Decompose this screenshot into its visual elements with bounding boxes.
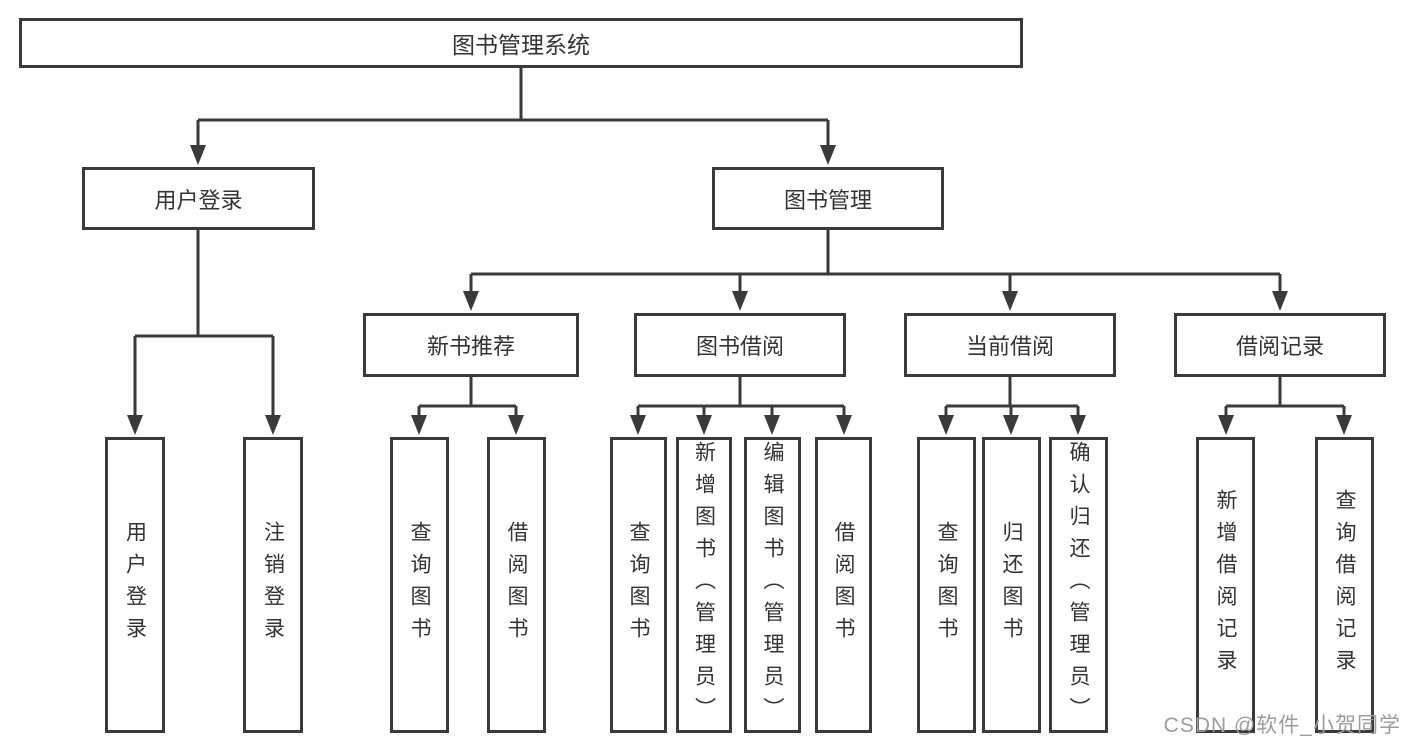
node-new-book-recommend: 新书推荐 xyxy=(363,313,579,377)
node-book-management: 图书管理 xyxy=(712,167,944,230)
node-current-borrow: 当前借阅 xyxy=(904,313,1116,377)
node-leaf-query-borrow-record-label: 查询借阅记录 xyxy=(1333,489,1356,681)
node-user-login: 用户登录 xyxy=(82,167,315,230)
node-leaf-edit-book-admin: 编辑图书（管理员） xyxy=(744,437,801,733)
node-leaf-add-book-admin-label: 新增图书（管理员） xyxy=(692,441,716,729)
node-leaf-borrow-books-2-label: 借阅图书 xyxy=(832,521,855,649)
node-leaf-return-book-label: 归还图书 xyxy=(1000,521,1023,649)
node-leaf-confirm-return-admin-label: 确认归还（管理员） xyxy=(1067,441,1090,729)
node-leaf-user-login: 用户登录 xyxy=(105,437,165,733)
node-leaf-query-borrow-record: 查询借阅记录 xyxy=(1315,437,1374,733)
node-leaf-confirm-return-admin: 确认归还（管理员） xyxy=(1049,437,1108,733)
node-leaf-edit-book-admin-label: 编辑图书（管理员） xyxy=(761,441,784,729)
node-leaf-add-borrow-record-label: 新增借阅记录 xyxy=(1214,489,1237,681)
node-leaf-borrow-books-1: 借阅图书 xyxy=(487,437,546,733)
node-leaf-query-books-2: 查询图书 xyxy=(610,437,667,733)
node-leaf-add-borrow-record: 新增借阅记录 xyxy=(1196,437,1255,733)
node-root: 图书管理系统 xyxy=(19,18,1023,68)
node-book-borrow: 图书借阅 xyxy=(634,313,846,377)
node-borrow-records-label: 借阅记录 xyxy=(1235,334,1324,359)
node-leaf-query-books-3: 查询图书 xyxy=(917,437,976,733)
node-root-label: 图书管理系统 xyxy=(452,32,590,58)
node-borrow-records: 借阅记录 xyxy=(1174,313,1386,377)
node-leaf-query-books-1: 查询图书 xyxy=(390,437,449,733)
node-user-login-label: 用户登录 xyxy=(154,187,243,213)
node-current-borrow-label: 当前借阅 xyxy=(965,334,1054,359)
node-leaf-add-book-admin: 新增图书（管理员） xyxy=(676,437,732,733)
node-leaf-borrow-books-2: 借阅图书 xyxy=(815,437,872,733)
node-leaf-borrow-books-1-label: 借阅图书 xyxy=(505,521,528,649)
node-leaf-return-book: 归还图书 xyxy=(982,437,1041,733)
node-book-borrow-label: 图书借阅 xyxy=(695,334,784,359)
node-leaf-query-books-2-label: 查询图书 xyxy=(627,521,650,649)
node-leaf-user-login-label: 用户登录 xyxy=(123,521,147,649)
node-leaf-logout-label: 注销登录 xyxy=(261,521,285,649)
node-book-management-label: 图书管理 xyxy=(783,187,872,213)
node-leaf-query-books-1-label: 查询图书 xyxy=(408,521,431,649)
node-leaf-query-books-3-label: 查询图书 xyxy=(935,521,958,649)
node-new-book-recommend-label: 新书推荐 xyxy=(426,334,515,359)
node-leaf-logout: 注销登录 xyxy=(243,437,303,733)
